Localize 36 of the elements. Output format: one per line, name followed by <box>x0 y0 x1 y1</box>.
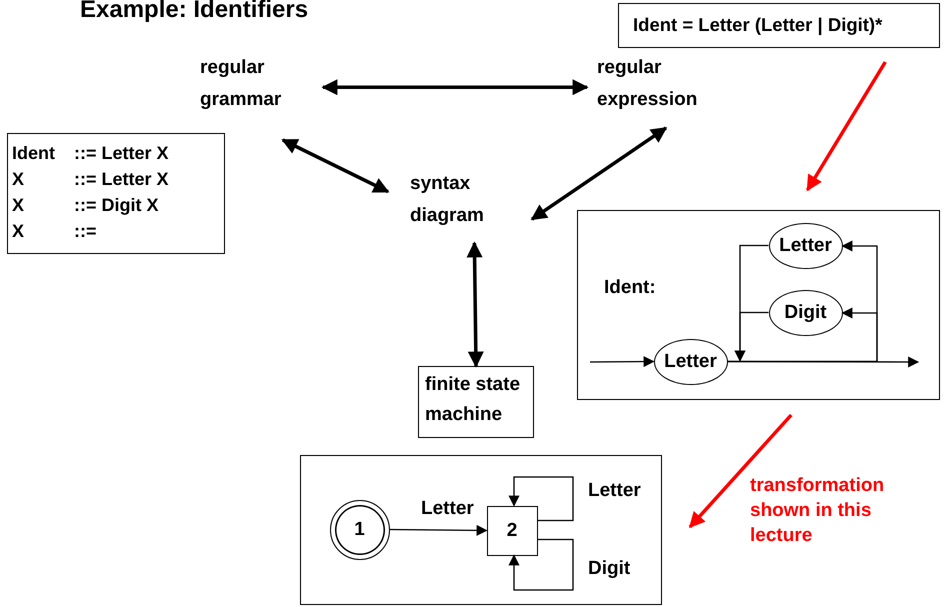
concept-label: regular grammar <box>200 52 315 116</box>
arrow <box>590 356 655 368</box>
grammar-box <box>7 133 225 254</box>
rule-body: ::= Letter X <box>74 142 170 165</box>
rule-head: X <box>12 194 26 217</box>
rule-body: ::= Letter X <box>74 168 170 191</box>
rule-head: Ident <box>12 142 56 165</box>
arrow <box>728 308 878 362</box>
arrow <box>390 524 488 536</box>
syntax-diagram-panel <box>577 210 940 400</box>
arrow <box>508 538 574 591</box>
annotation-text: transformation shown in this lecture <box>750 474 886 548</box>
concept-label: regular expression <box>597 52 727 116</box>
arrow <box>281 138 390 194</box>
edge-label: Digit <box>588 558 630 580</box>
frame-box <box>300 455 662 605</box>
arrow <box>466 241 484 368</box>
nonterminal-ellipse: Letter <box>768 222 842 268</box>
start-state: 1 <box>330 500 390 560</box>
arrow <box>806 61 887 192</box>
state-box: 2 <box>486 506 538 556</box>
arrow <box>688 414 792 528</box>
arrow <box>530 126 668 221</box>
rule-head: X <box>12 220 26 243</box>
rule-head: X <box>12 168 26 191</box>
nonterminal-ellipse: Letter <box>654 338 728 384</box>
nonterminal-ellipse: Digit <box>768 290 842 336</box>
arrow <box>321 79 589 96</box>
expression-box: Ident = Letter (Letter | Digit)* <box>618 3 940 48</box>
rule-body: ::= Digit X <box>74 194 160 217</box>
concept-box: finite state machine <box>418 366 534 438</box>
arrow <box>734 312 768 362</box>
rule-name: Ident: <box>604 277 656 299</box>
rule-body: ::= <box>74 220 98 243</box>
concept-label: syntax diagram <box>410 168 502 232</box>
arrow <box>508 476 574 522</box>
